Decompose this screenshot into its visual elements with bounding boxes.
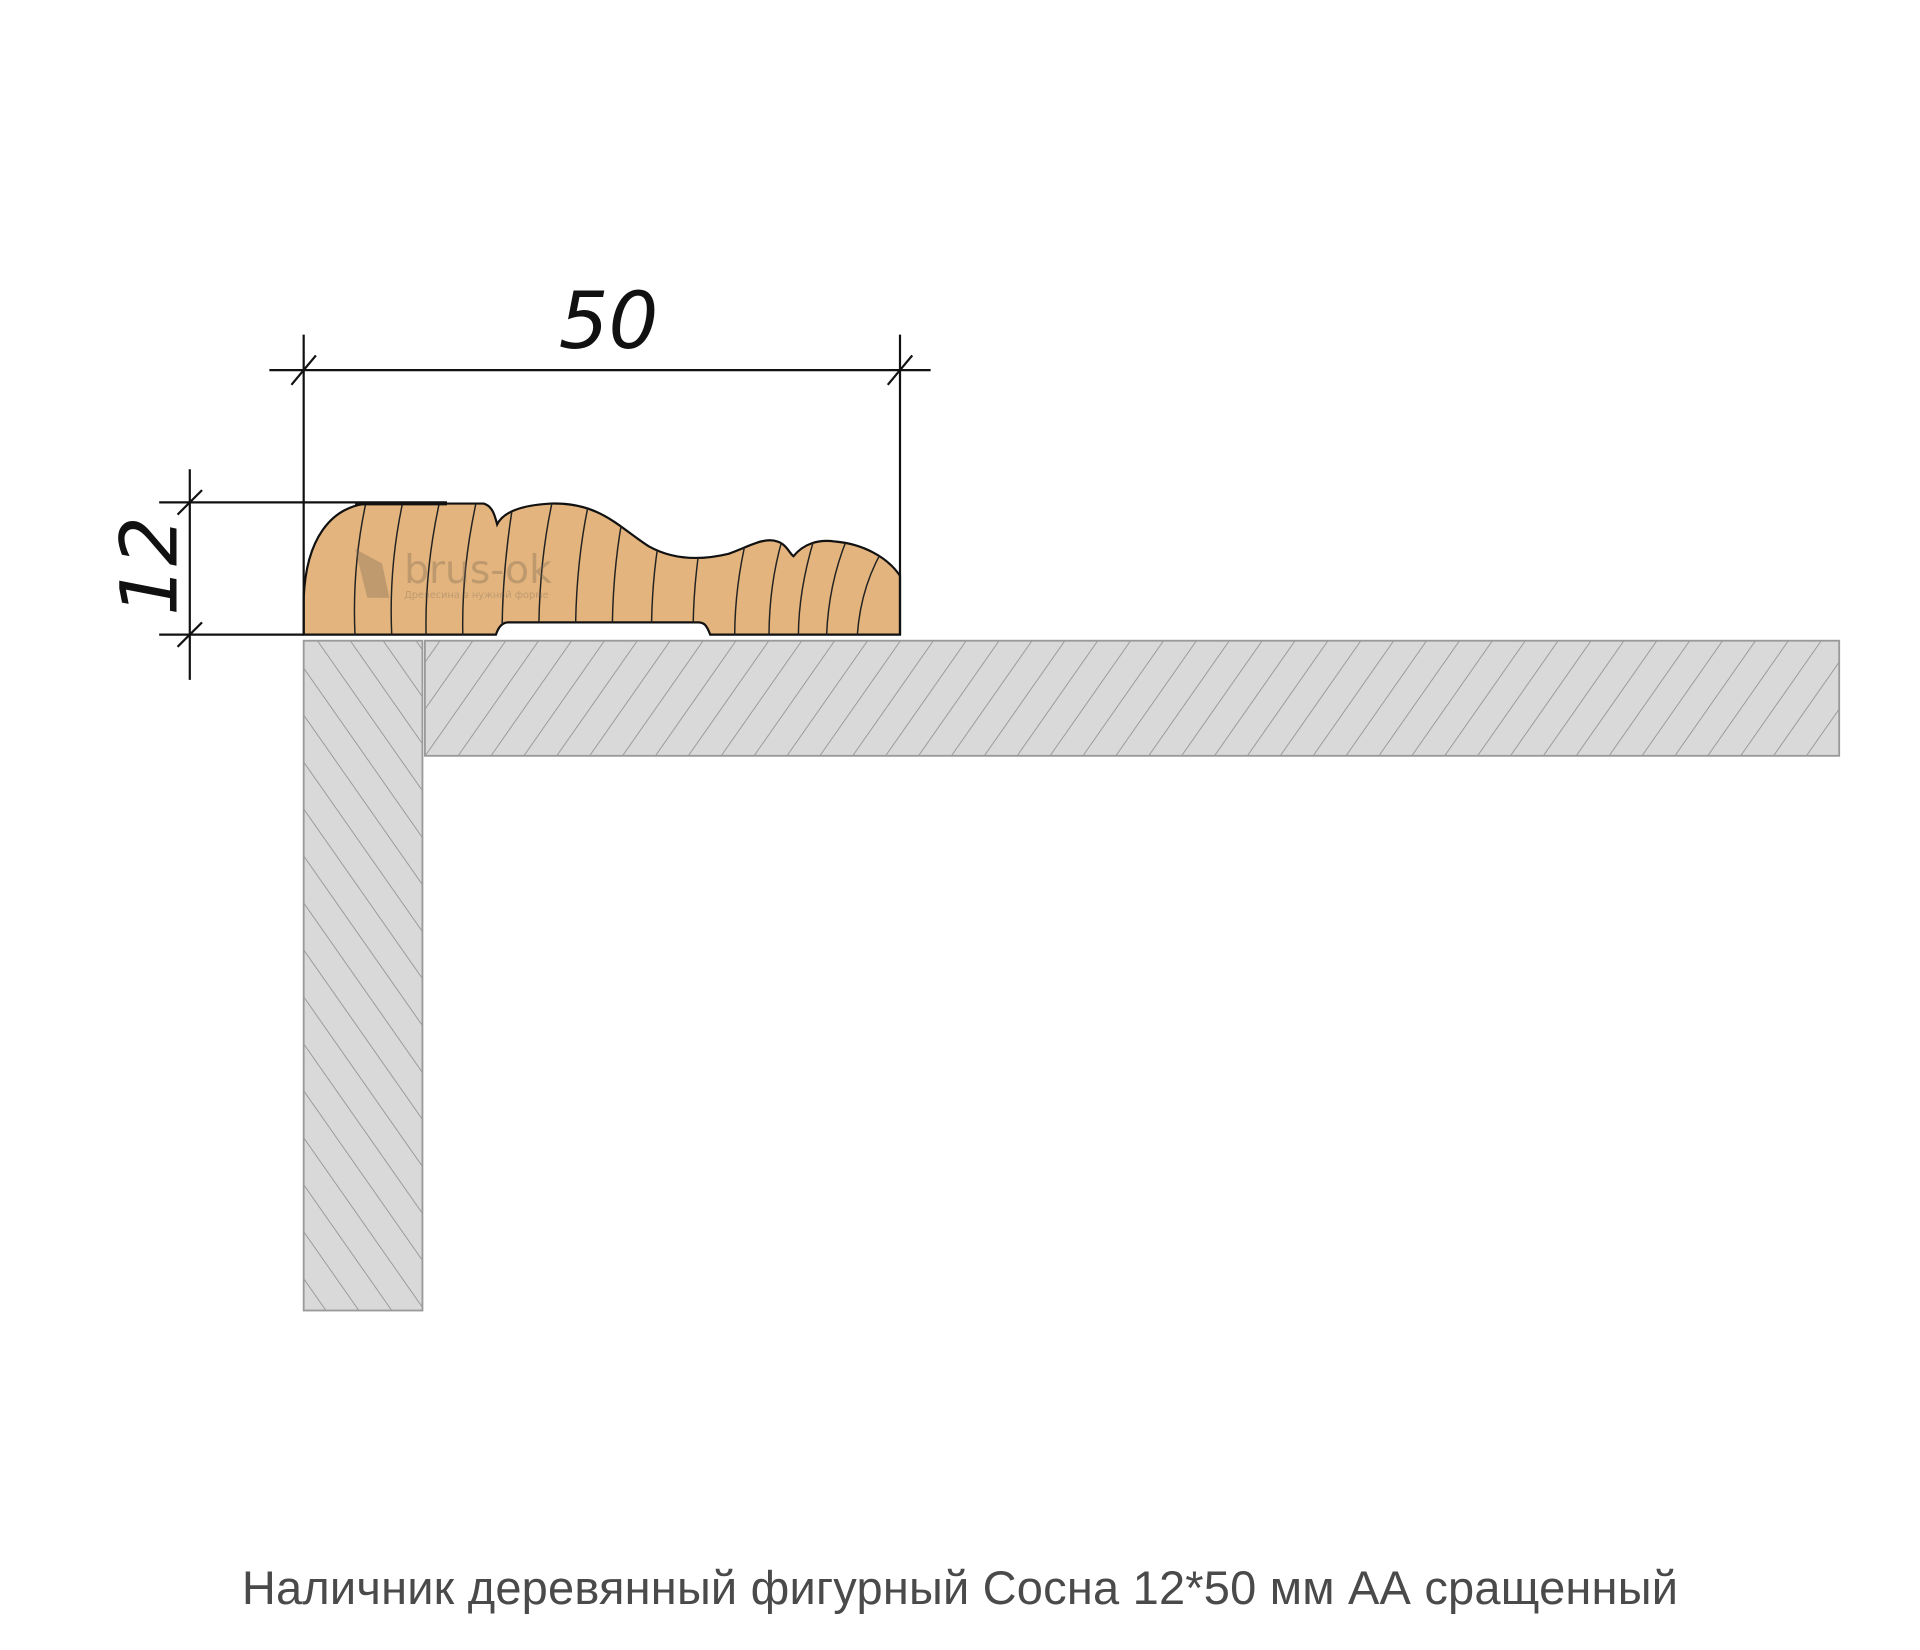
width-dimension	[269, 334, 931, 635]
watermark-tagline: Древесина в нужной форме	[404, 590, 549, 601]
watermark-brand: brus-ok	[404, 548, 552, 593]
brus-ok-watermark-logo: brus-ok Древесина в нужной форме	[355, 548, 552, 601]
product-caption: Наличник деревянный фигурный Сосна 12*50…	[241, 1561, 1679, 1614]
vertical-jamb-board	[302, 639, 424, 1312]
casing-profile	[302, 501, 902, 636]
height-dimension-label: 12	[104, 516, 195, 616]
width-dimension-label: 50	[559, 276, 659, 367]
height-dimension	[159, 469, 447, 680]
horizontal-wall-board	[423, 639, 1841, 757]
